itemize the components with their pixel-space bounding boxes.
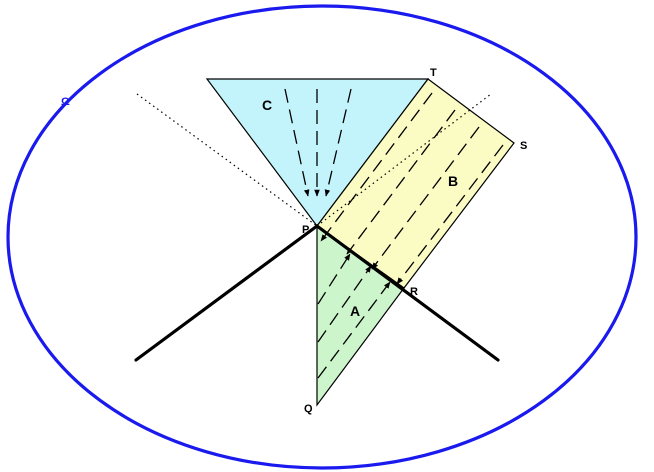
domain-ellipse xyxy=(6,4,638,470)
arrows-region-c xyxy=(284,88,352,197)
arrow-a-1 xyxy=(317,253,351,305)
dotted-line-right xyxy=(316,93,492,227)
arrows-region-b xyxy=(320,92,504,285)
arrow-c-3 xyxy=(324,88,352,197)
point-p-label: P xyxy=(302,224,309,236)
arrow-b-2 xyxy=(346,109,456,255)
arrows-region-a xyxy=(317,253,391,379)
point-q-label: Q xyxy=(304,403,313,415)
omega-label: Ω xyxy=(61,96,70,108)
dotted-line-left xyxy=(136,93,318,227)
point-t-label: T xyxy=(430,67,437,79)
arrow-b-4 xyxy=(396,144,504,285)
arrow-b-1 xyxy=(320,92,433,242)
thick-line-right xyxy=(315,224,500,362)
region-b-label: B xyxy=(448,173,458,189)
arrow-a-2 xyxy=(317,265,372,343)
arrow-c-1 xyxy=(284,88,310,197)
arrow-b-3 xyxy=(371,126,480,270)
point-s-label: S xyxy=(520,140,527,152)
point-r-label: R xyxy=(410,286,418,298)
region-c-label: C xyxy=(262,97,272,113)
region-a-label: A xyxy=(350,303,360,319)
thick-line-left xyxy=(134,224,319,362)
